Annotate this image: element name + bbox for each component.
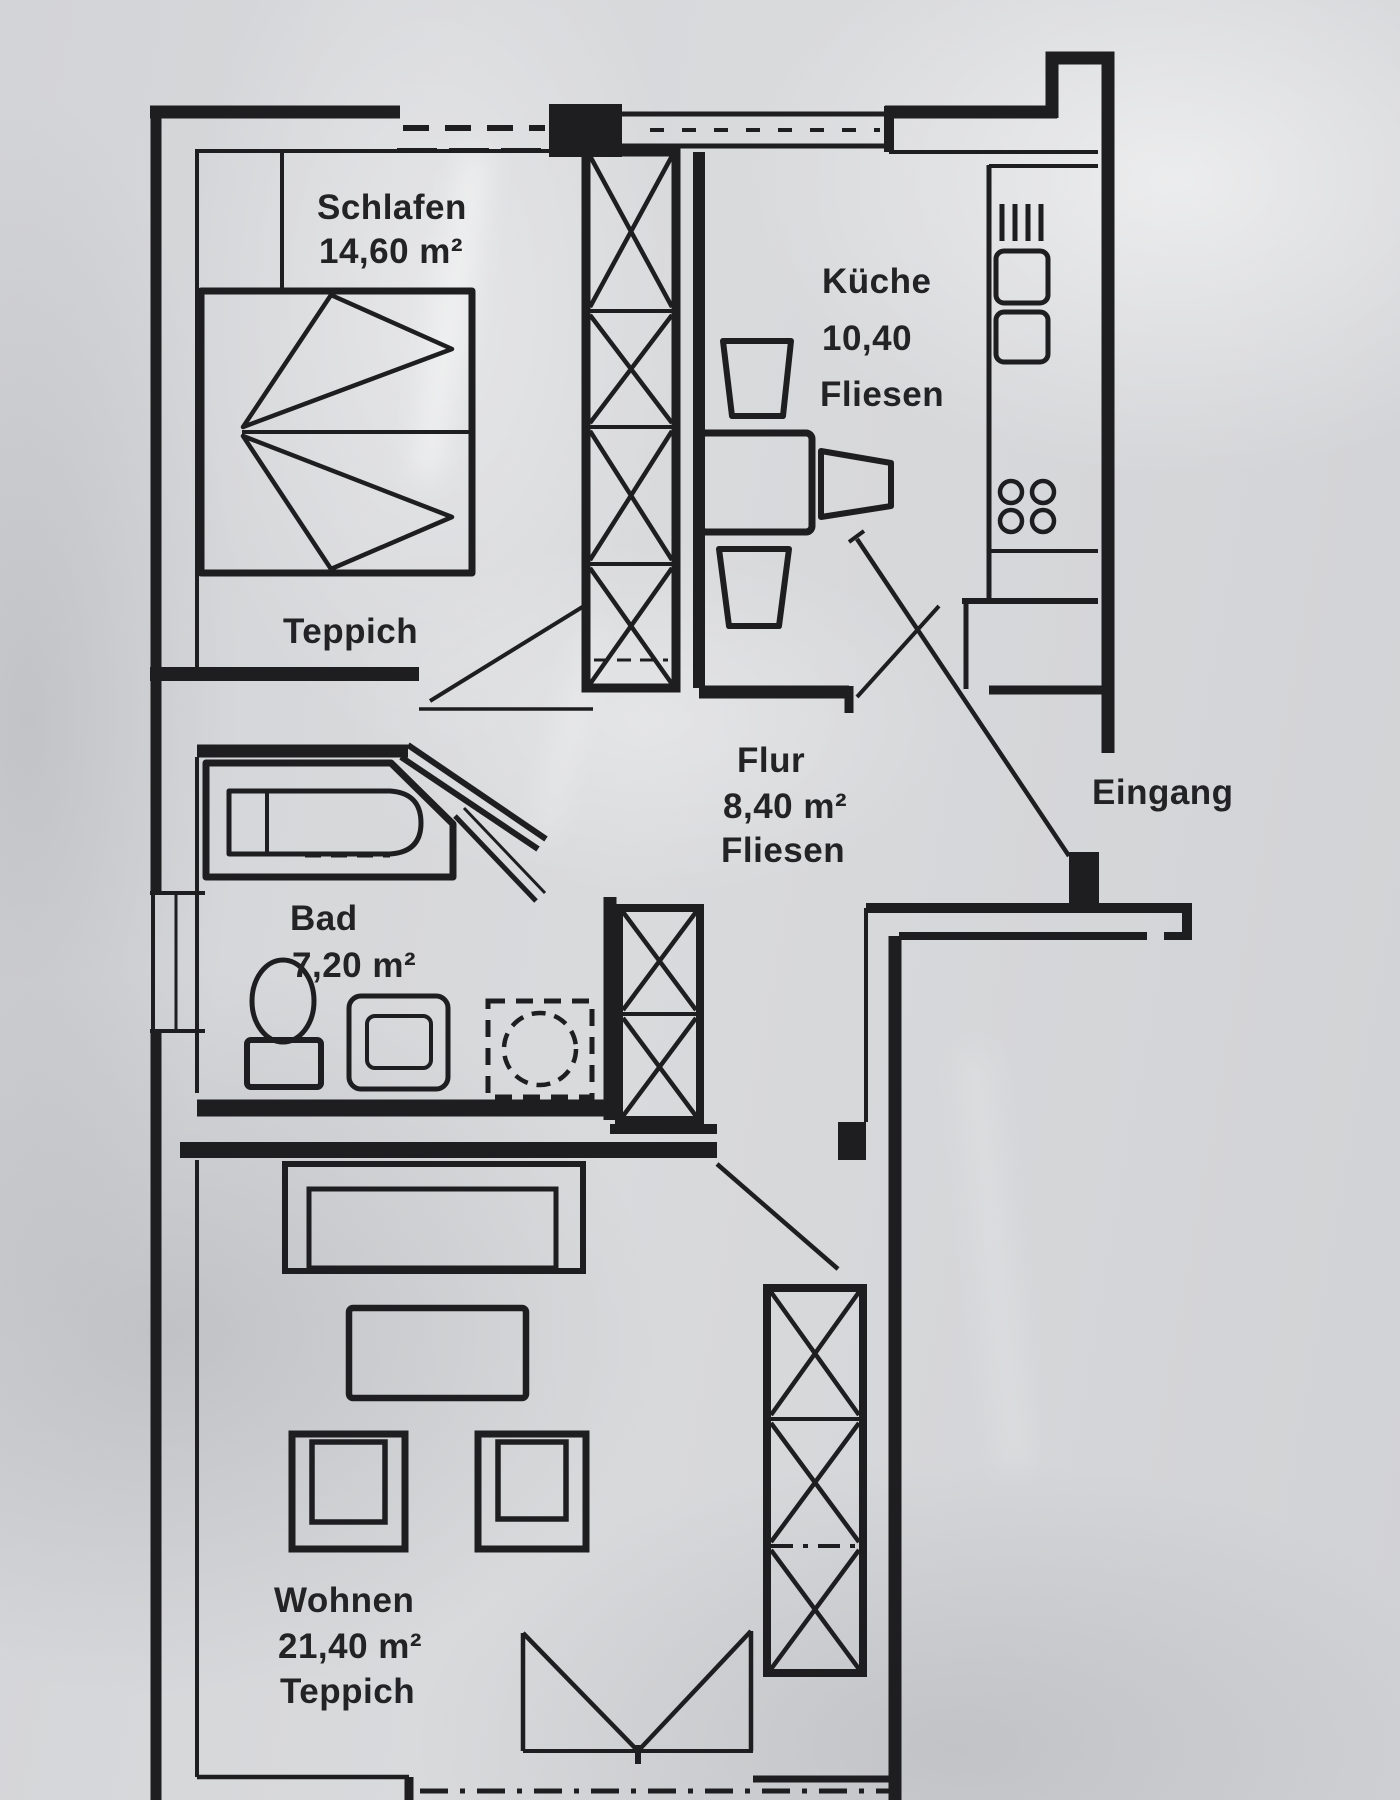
entrance-label: Eingang bbox=[1092, 773, 1234, 812]
entrance-door-swing-icon bbox=[847, 529, 1071, 858]
room-area: 10,40 bbox=[822, 319, 912, 358]
room-label: Wohnen bbox=[274, 1581, 414, 1620]
balcony-double-door-icon bbox=[520, 1629, 754, 1764]
bathroom-walls bbox=[197, 742, 617, 1120]
washing-machine-icon bbox=[485, 998, 595, 1100]
kitchen-walls bbox=[693, 152, 854, 713]
room-area: 7,20 m² bbox=[292, 946, 416, 985]
room-label: Schlafen bbox=[317, 188, 467, 227]
room-label: Flur bbox=[737, 741, 805, 780]
bedroom-walls bbox=[150, 667, 593, 711]
toilet-icon bbox=[244, 957, 324, 1090]
bedroom-window bbox=[397, 125, 549, 152]
room-schlafen: Schlafen 14,60 m² Teppich bbox=[150, 149, 593, 711]
bathtub-icon bbox=[202, 759, 457, 881]
kitchen-window bbox=[621, 106, 894, 152]
kitchen-table-icon bbox=[696, 429, 816, 536]
room-kueche: Küche 10,40 Fliesen bbox=[693, 152, 1104, 713]
entrance-door-jamb bbox=[1069, 852, 1099, 908]
room-flur: Flur 8,40 m² Fliesen Eingang bbox=[610, 529, 1234, 1271]
room-label: Küche bbox=[822, 262, 931, 301]
bedside-closet-icon bbox=[195, 149, 284, 292]
lounge-table-icon bbox=[345, 1304, 530, 1402]
room-label: Bad bbox=[290, 899, 358, 938]
room-bad: Bad 7,20 m² bbox=[197, 742, 617, 1120]
room-floor: Teppich bbox=[280, 1672, 415, 1711]
bathroom-door-swing-icon bbox=[453, 806, 547, 903]
room-wohnen: Wohnen 21,40 m² Teppich bbox=[180, 1142, 900, 1800]
hall-wardrobe-icon bbox=[581, 147, 681, 693]
bathroom-window bbox=[150, 891, 205, 1033]
sideboard-icon bbox=[282, 1161, 586, 1274]
kitchen-chairs-icon bbox=[716, 338, 894, 629]
washbasin-icon bbox=[346, 993, 451, 1092]
living-room-door-jamb bbox=[838, 1122, 866, 1160]
room-floor: Fliesen bbox=[820, 375, 944, 414]
kitchen-sink-icon bbox=[993, 248, 1051, 365]
bed-icon bbox=[197, 287, 476, 577]
living-closet-icon bbox=[763, 1284, 867, 1677]
armchair-icon bbox=[288, 1430, 409, 1553]
hall-closet-icon bbox=[615, 904, 704, 1124]
living-room-bottom-wall bbox=[197, 1774, 900, 1800]
room-floor: Fliesen bbox=[721, 831, 845, 870]
room-area: 8,40 m² bbox=[723, 787, 847, 826]
room-area: 14,60 m² bbox=[319, 232, 463, 271]
kitchen-door-swing-icon bbox=[855, 601, 969, 699]
cutlery-drawer-icon bbox=[999, 204, 1044, 241]
room-area: 21,40 m² bbox=[278, 1627, 422, 1666]
cooktop-icon bbox=[997, 478, 1057, 535]
room-floor: Teppich bbox=[283, 612, 418, 651]
bedroom-door-swing-icon bbox=[428, 589, 586, 703]
armchair-icon bbox=[474, 1430, 590, 1553]
living-room-door-swing-icon bbox=[610, 1124, 840, 1271]
entrance-walls bbox=[866, 903, 1192, 940]
kitchen-counter-icon bbox=[962, 164, 1104, 695]
exterior-walls bbox=[150, 51, 1115, 1800]
